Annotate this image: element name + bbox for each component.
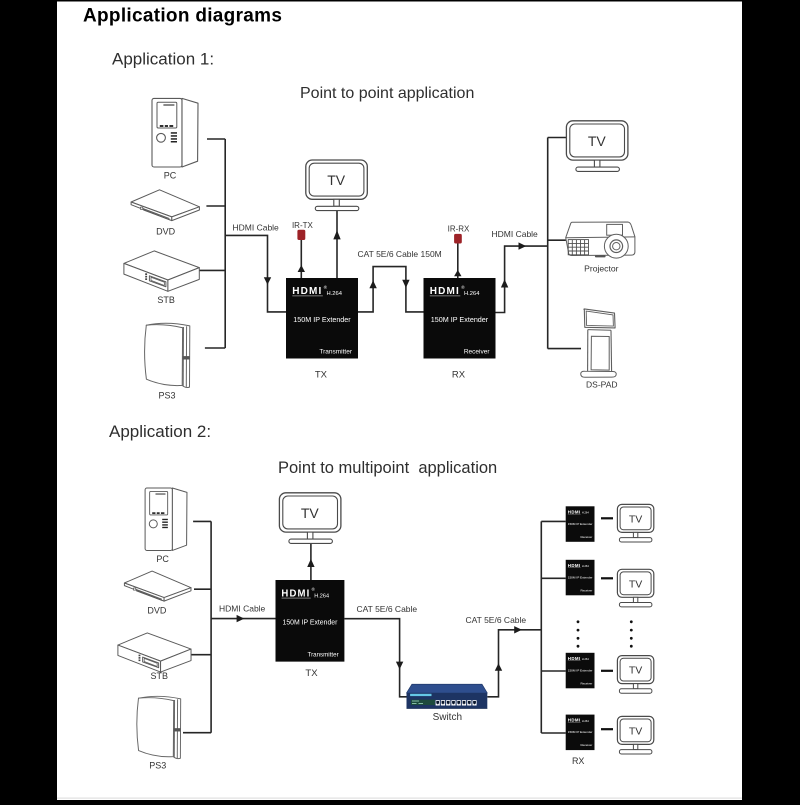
svg-text:Application 2:: Application 2: [109,422,211,441]
svg-text:HDMI Cable: HDMI Cable [219,604,266,614]
svg-text:Transmitter: Transmitter [308,651,340,658]
svg-text:TX: TX [315,370,328,381]
svg-text:PC: PC [156,554,169,564]
svg-text:HDMI Cable: HDMI Cable [492,229,539,239]
svg-text:HDMI Cable: HDMI Cable [233,223,280,233]
svg-text:RX: RX [572,756,585,766]
svg-text:PS3: PS3 [149,760,166,770]
svg-text:Point to point application: Point to point application [300,85,474,102]
svg-text:STB: STB [157,295,175,305]
svg-text:RX: RX [452,370,466,381]
svg-text:PC: PC [164,171,177,181]
svg-text:TX: TX [305,668,318,679]
svg-text:CAT 5E/6 Cable 150M: CAT 5E/6 Cable 150M [358,249,442,259]
svg-text:IR-TX: IR-TX [292,221,314,230]
svg-text:CAT 5E/6 Cable: CAT 5E/6 Cable [357,604,418,614]
svg-text:Receiver: Receiver [464,348,490,355]
svg-text:CAT 5E/6 Cable: CAT 5E/6 Cable [466,615,527,625]
svg-text:Transmitter: Transmitter [319,348,352,355]
svg-text:PS3: PS3 [158,391,175,401]
svg-text:Application diagrams: Application diagrams [83,5,282,26]
svg-text:Application 1:: Application 1: [112,50,214,69]
svg-text:Point to multipoint applicati: Point to multipoint application [278,459,497,477]
svg-text:STB: STB [151,671,169,681]
svg-text:DS-PAD: DS-PAD [586,380,618,390]
svg-text:Switch: Switch [433,712,462,723]
svg-text:IR-RX: IR-RX [448,224,470,233]
svg-text:DVD: DVD [156,227,176,237]
svg-text:DVD: DVD [147,606,167,616]
svg-text:Projector: Projector [584,263,619,273]
